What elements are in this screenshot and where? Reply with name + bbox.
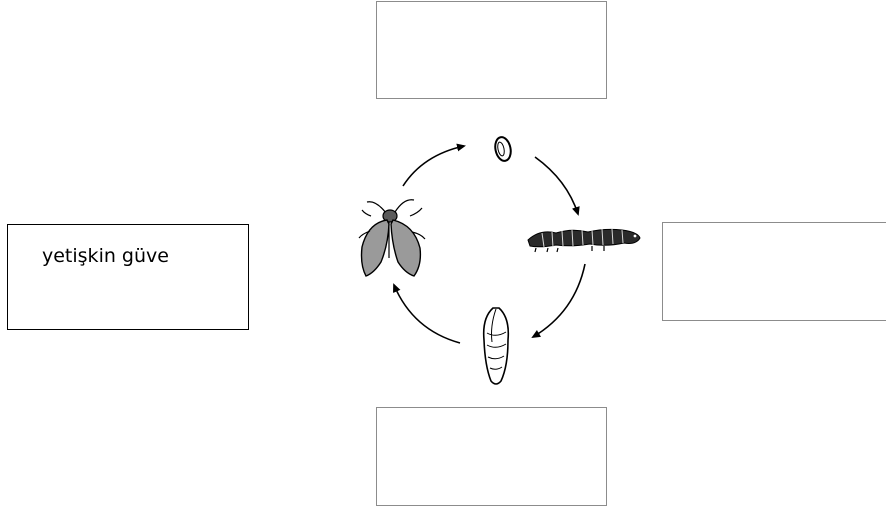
pupa-icon	[482, 307, 510, 385]
arrow-pupa-to-moth	[393, 283, 461, 344]
label-box-left[interactable]: yetişkin güve	[7, 224, 249, 330]
moth-icon	[358, 199, 426, 277]
label-box-top[interactable]	[376, 1, 607, 99]
egg-icon	[494, 136, 512, 162]
caterpillar-icon	[527, 228, 641, 253]
label-box-right[interactable]	[662, 222, 886, 321]
arrow-moth-to-egg	[402, 143, 466, 187]
arrow-egg-to-caterpillar	[534, 156, 580, 216]
label-box-left-text: yetişkin güve	[42, 245, 169, 267]
arrow-caterpillar-to-pupa	[531, 263, 586, 339]
label-box-bottom[interactable]	[376, 407, 607, 506]
